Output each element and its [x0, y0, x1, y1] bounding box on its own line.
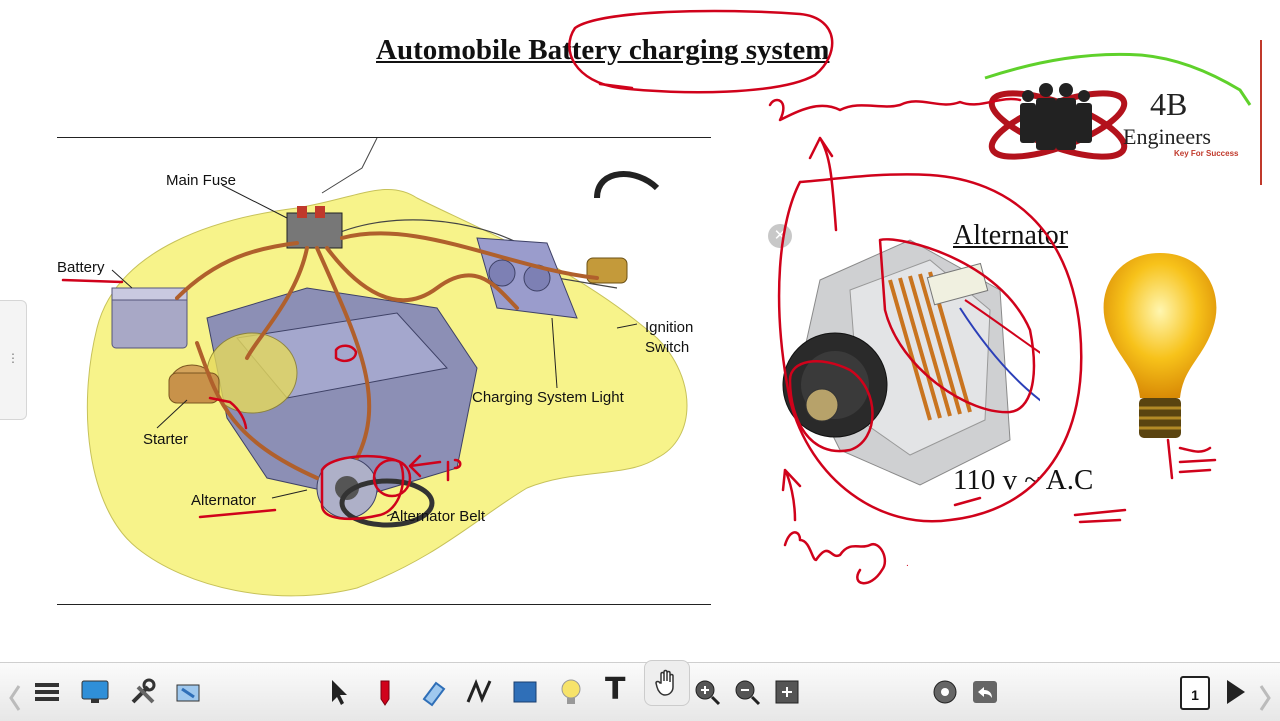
label-alternator-belt: Alternator Belt: [390, 508, 486, 525]
zoom-out-icon[interactable]: [730, 675, 764, 709]
car-silhouette-icon: [984, 40, 1262, 185]
close-icon: ✕: [773, 227, 787, 244]
shape-tool-icon[interactable]: [508, 675, 542, 709]
bottom-toolbar: [0, 662, 1280, 721]
whiteboard-canvas[interactable]: Automobile Battery charging system: [0, 0, 1280, 662]
brand-logo: [980, 40, 1265, 185]
zoom-in-icon[interactable]: [690, 675, 724, 709]
charging-system-diagram: Main Fuse Battery Ignition Switch Starte…: [57, 137, 711, 605]
close-image-button[interactable]: ✕: [768, 224, 792, 248]
hand-tool-tab[interactable]: [644, 660, 690, 706]
logo-brand: 4B: [1150, 86, 1188, 122]
battery-icon: [111, 287, 188, 349]
page-number-indicator[interactable]: 1: [1180, 676, 1210, 710]
starter-icon: [168, 364, 220, 404]
navigation-icon[interactable]: [928, 675, 962, 709]
label-ignition-line2: Switch: [645, 339, 690, 356]
display-icon[interactable]: [78, 675, 112, 709]
toolbar-collapse-left-icon[interactable]: [8, 681, 22, 715]
label-charging-light: Charging System Light: [472, 389, 624, 406]
voltage-label: 110 v ~ A.C: [953, 464, 1094, 496]
grip-icon: ⋮: [7, 351, 19, 365]
side-panel-toggle[interactable]: ⋮: [0, 300, 27, 420]
logo-tagline: Key For Success: [1174, 149, 1239, 158]
label-main-fuse: Main Fuse: [166, 172, 237, 189]
label-starter: Starter: [143, 431, 189, 448]
next-page-icon[interactable]: [1218, 675, 1252, 709]
pointer-tool-icon[interactable]: [322, 675, 356, 709]
svg-text:.: .: [906, 558, 909, 569]
label-ignition-line1: Ignition: [645, 319, 694, 336]
eraser-tool-icon[interactable]: [416, 675, 450, 709]
spotlight-tool-icon[interactable]: [554, 675, 588, 709]
engine-illustration: [86, 137, 688, 597]
alternator-heading: Alternator: [953, 220, 1069, 251]
undo-icon[interactable]: [968, 675, 1002, 709]
label-battery: Battery: [57, 259, 105, 276]
hand-tool-icon[interactable]: [650, 665, 684, 699]
label-alternator: Alternator: [191, 492, 257, 509]
pen-tool-icon[interactable]: [368, 675, 402, 709]
screen-capture-icon[interactable]: [172, 675, 206, 709]
line-tool-icon[interactable]: [462, 675, 496, 709]
light-bulb-icon: [1103, 253, 1217, 438]
ignition-switch-icon: [586, 171, 660, 284]
alternator-photo: [782, 239, 1040, 486]
wiring-icon: [175, 231, 599, 480]
fit-page-icon[interactable]: [770, 675, 804, 709]
menu-icon[interactable]: [30, 675, 64, 709]
logo-name: Engineers: [1123, 124, 1211, 149]
tools-icon[interactable]: [126, 675, 160, 709]
slide-title: Automobile Battery charging system: [376, 34, 830, 66]
people-icon: [1020, 83, 1092, 150]
toolbar-collapse-right-icon[interactable]: [1258, 681, 1272, 715]
text-tool-icon[interactable]: T: [605, 672, 626, 707]
